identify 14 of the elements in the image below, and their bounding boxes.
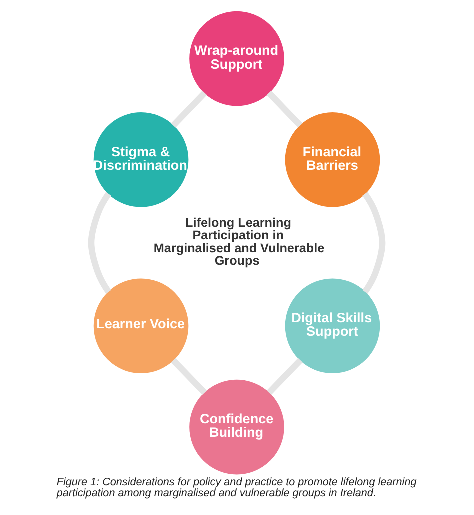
connector xyxy=(171,90,208,128)
connector xyxy=(266,90,303,128)
connector xyxy=(362,192,386,294)
label: Lifelong Learning Participation in Marginalised and Vulnerable Groups xyxy=(154,216,325,268)
caption: Figure 1: Considerations for policy and practice to promote lifelong learning participation among marginalised and vulnerable groups in Ireland. xyxy=(56,476,417,500)
node-circle: Digital Skills Support xyxy=(285,278,380,374)
node-circle: Learner Voice xyxy=(94,278,189,374)
connector xyxy=(266,358,303,396)
node-circle: Stigma & Discrimination xyxy=(94,112,189,208)
node-circle: Financial Barriers xyxy=(285,112,380,208)
node-circle: Confidence Building xyxy=(190,380,284,475)
connector xyxy=(88,192,112,294)
node-circle: Wrap-around Support xyxy=(190,11,284,106)
connector xyxy=(171,358,208,396)
